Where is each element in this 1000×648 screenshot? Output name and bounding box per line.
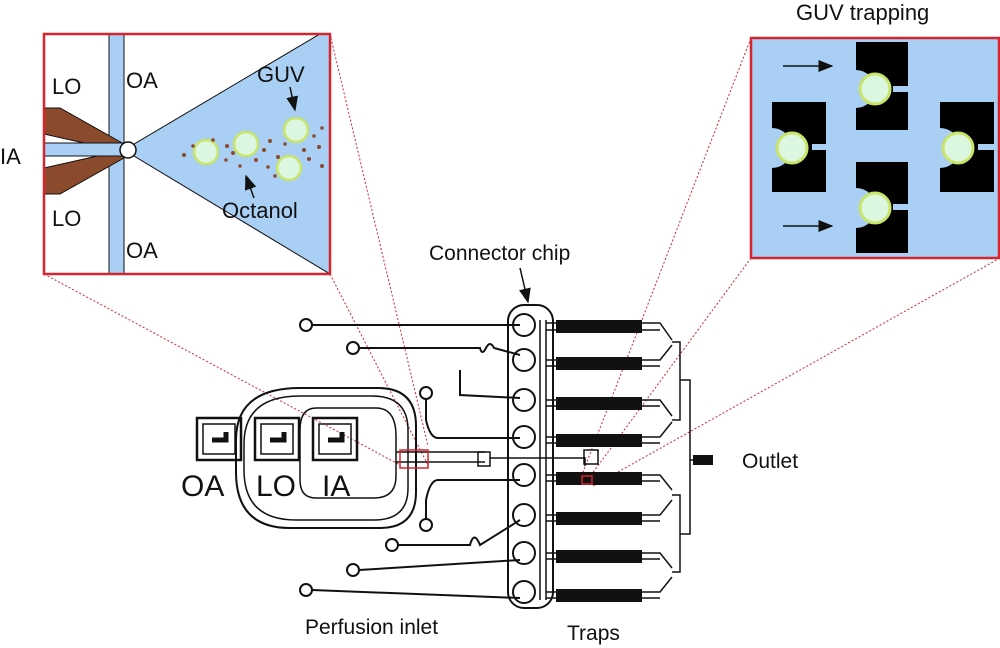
- label-oa-top: OA: [126, 68, 158, 93]
- reservoir-boxes: [195, 416, 359, 462]
- inset-left-border: [42, 32, 332, 276]
- connector-ports: [512, 313, 536, 604]
- trap-highlight: [581, 475, 593, 485]
- label-guv: GUV: [257, 62, 305, 87]
- label-octanol: Octanol: [222, 198, 298, 223]
- nozzle: [119, 141, 137, 159]
- label-outlet: Outlet: [742, 450, 798, 473]
- outlet-port: [693, 455, 713, 465]
- connector-chip: [507, 304, 554, 609]
- label-lo-top: LO: [52, 74, 81, 99]
- label-lo-bottom: LO: [52, 206, 81, 231]
- guv-vesicles: [192, 116, 310, 182]
- inset-left: LO OA IA LO OA GUV Octanol: [0, 32, 332, 276]
- label-reservoir-lo: LO: [256, 470, 296, 503]
- trap-arrays: [556, 320, 642, 602]
- octanol-droplets: [182, 126, 324, 182]
- inset-right-border: [749, 36, 1000, 260]
- inset-right: GUV trapping: [749, 0, 1000, 260]
- connector-arrow: [519, 267, 531, 304]
- ia-channel: [44, 142, 125, 157]
- outer-fluid-cone: [124, 34, 330, 274]
- label-guv-trapping: GUV trapping: [796, 0, 929, 25]
- label-oa-bottom: OA: [126, 238, 158, 263]
- label-connector-chip: Connector chip: [429, 242, 570, 265]
- label-traps: Traps: [567, 622, 620, 645]
- trapped-guvs: [775, 72, 975, 225]
- octanol-arrow: [244, 174, 257, 199]
- junction-highlight: [399, 449, 429, 469]
- label-perfusion-inlet: Perfusion inlet: [305, 616, 438, 639]
- guv-arrow: [286, 86, 298, 112]
- perfusion-inlets: [299, 318, 521, 599]
- enclosure-outer: [235, 387, 417, 529]
- enclosure-inner: [299, 407, 397, 499]
- label-reservoir-ia: IA: [322, 470, 350, 503]
- label-reservoir-oa: OA: [181, 470, 224, 503]
- label-ia: IA: [0, 144, 21, 169]
